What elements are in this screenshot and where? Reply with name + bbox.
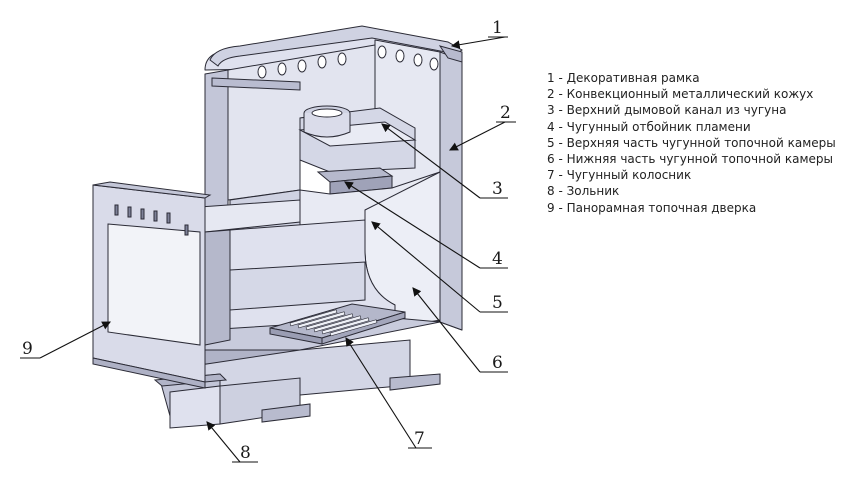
callout-number-1: 1 xyxy=(492,18,503,38)
leader-line-5 xyxy=(371,221,481,313)
callout-number-7: 7 xyxy=(414,429,425,449)
legend-item-4: 4 - Чугунный отбойник пламени xyxy=(547,119,751,134)
legend-item-1: 1 - Декоративная рамка xyxy=(547,71,700,85)
callout-numbers: 1 2 3 4 5 6 7 8 9 xyxy=(22,18,511,463)
leader-line-2 xyxy=(449,121,506,151)
callout-number-5: 5 xyxy=(492,293,503,313)
panoramic-door xyxy=(92,181,212,389)
legend-item-6: 6 - Нижняя часть чугунной топочной камер… xyxy=(547,152,834,167)
legend-item-7: 7 - Чугунный колосник xyxy=(547,168,692,183)
legend-item-8: 8 - Зольник xyxy=(547,184,620,199)
leader-line-1 xyxy=(450,36,506,50)
legend-item-3: 3 - Верхний дымовой канал из чугуна xyxy=(547,103,787,118)
legend-item-9: 9 - Панорамная топочная дверка xyxy=(547,200,757,215)
callout-number-8: 8 xyxy=(240,443,251,463)
decorative-frame xyxy=(209,25,463,91)
leader-line-8 xyxy=(206,421,241,463)
leader-line-7 xyxy=(345,337,417,449)
leader-line-9 xyxy=(39,321,111,359)
leader-line-6 xyxy=(412,287,481,373)
callout-number-3: 3 xyxy=(492,179,503,199)
leader-line-3 xyxy=(381,123,481,199)
parts-legend: 1 - Декоративная рамка 2 - Конвекционный… xyxy=(547,70,837,216)
leader-lines xyxy=(20,36,516,463)
cast-iron-grate xyxy=(269,303,406,345)
callout-number-6: 6 xyxy=(492,353,503,373)
callout-number-9: 9 xyxy=(22,339,33,359)
legend-item-5: 5 - Верхняя часть чугунной топочной каме… xyxy=(547,135,836,150)
flame-deflector xyxy=(316,167,394,195)
callout-number-4: 4 xyxy=(492,249,503,269)
callout-number-2: 2 xyxy=(500,103,511,123)
legend-item-2: 2 - Конвекционный металлический кожух xyxy=(547,87,814,102)
leader-line-4 xyxy=(344,181,481,269)
